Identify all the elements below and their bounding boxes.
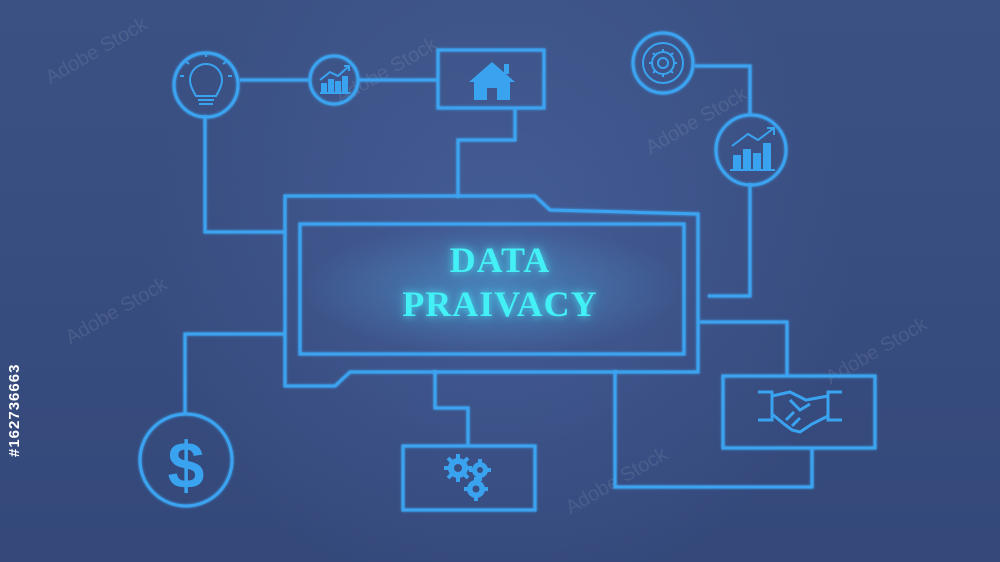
connector-center-handshake-bottom <box>613 370 814 489</box>
connector-lines <box>183 64 814 489</box>
connector-center-gears <box>433 370 470 446</box>
title-line-1: DATA <box>449 240 551 280</box>
center-outer-frame <box>283 194 700 388</box>
connector-center-dollar <box>183 332 285 414</box>
settings-cog-icon <box>642 42 684 84</box>
gears-icon <box>444 454 491 501</box>
connector-home-center <box>456 108 517 198</box>
connector-center-handshake <box>700 320 789 376</box>
gears-node <box>401 444 537 512</box>
barchart-node <box>714 113 788 187</box>
cog-node <box>631 31 695 95</box>
title-line-2: PRAIVACY <box>402 284 598 324</box>
lightbulb-icon <box>180 52 232 105</box>
growth-chart-icon <box>319 65 350 94</box>
dollar-icon: $ <box>168 428 205 502</box>
connector-cog-barchart <box>695 64 752 115</box>
dollar-node <box>138 412 234 508</box>
filled-icons <box>444 62 515 501</box>
bulb-node <box>172 51 240 119</box>
home-icon <box>469 62 515 100</box>
home-node <box>436 48 546 110</box>
diagram-title: DATA PRAIVACY <box>300 238 700 326</box>
connector-bulb-center <box>203 115 285 234</box>
center-glow <box>300 224 684 354</box>
bar-chart-growth-icon <box>730 127 775 171</box>
connector-barchart-center <box>708 183 752 298</box>
stock-id-label: #162736663 <box>6 363 23 457</box>
handshake-icon <box>758 390 842 434</box>
chart-node <box>308 54 360 106</box>
handshake-node <box>721 374 877 450</box>
